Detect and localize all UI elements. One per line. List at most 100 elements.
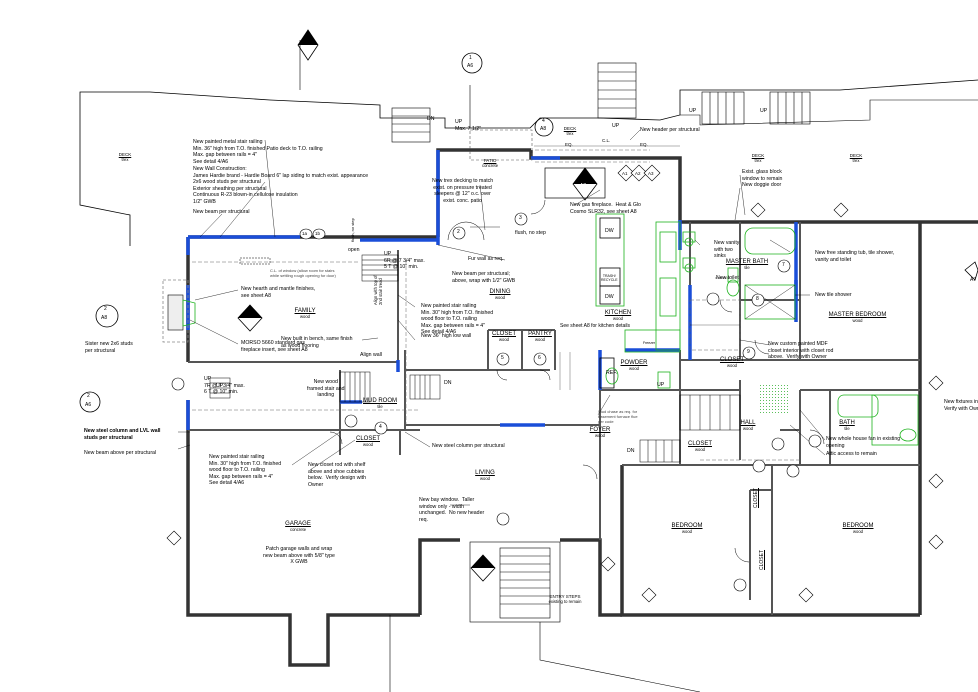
note-tub: New free standing tub, tile shower, vani… [815,250,895,263]
note-tile-shower: New tile shower [815,292,852,298]
dim-cl: C.L. [602,138,611,143]
detail-ref-num: 2 [87,393,90,399]
label-up: UP [657,382,665,388]
entry-steps [389,541,701,692]
note-trex-decking: New trex decking to match exist. on pres… [432,178,494,204]
door-tag-2: 2 [457,229,460,235]
note-rail-garage: New painted stair railing Min. 30" high … [209,454,282,486]
section-ref-sheet: A8 [580,183,587,189]
note-closet-rod: New closet rod with shelf above and shoe… [308,462,366,488]
label-up: UP [612,123,620,129]
door-number-circles [171,212,822,592]
label-up: UP [689,108,697,114]
section-ref-num: 2 [304,38,307,44]
deck-outline [79,79,978,246]
window-tags [617,164,661,182]
note-open: open [348,247,360,253]
note-stair-landing: New wood framed stair and landing [307,379,345,398]
kitchen-note: See sheet A8 for kitchen details [560,323,631,329]
note-rail-family: New painted stair railing Min. 30" high … [421,303,494,335]
deck-outline-right [680,99,978,126]
detail-circles [79,52,554,413]
section-ref-num: 3 [248,308,251,314]
section-ref-sheet: A8 [245,318,252,324]
note-flush-step-2: flush, no step [350,218,355,242]
detail-ref-num: 4 [542,118,545,124]
window-tag-a3: A3 [648,171,654,176]
note-wall-construction: New Wall Construction: James Hardie bran… [193,166,369,205]
note-fixtures: New fixtures in Verify with Own [944,399,978,412]
note-mdf-closet: New custom painted MDF closet interior w… [768,341,834,360]
kitchen-cabinets [595,213,681,389]
detail-ref-sheet: A6 [467,63,474,69]
note-doggie-door: New doggie door [742,182,782,188]
note-low-wall: New 36" high low wall [421,333,472,339]
fireplace [162,279,196,343]
section-ref-sheet: A5 [478,568,485,574]
note-steel-column-lvl: New steel column and LVL wall studs per … [84,428,161,441]
outdoor-fireplace [544,167,606,199]
note-beam-above: New beam above per structural [84,450,157,456]
leader-lines [177,129,826,506]
door-tag-6: 6 [538,355,541,361]
note-up-7r: UP 7R @ 7 3/4" max. 6 T @ 10" min. [204,376,245,395]
door-tag-3: 3 [519,215,522,221]
note-up-max: UP Max. 7 1/2" [455,119,482,132]
note-flush-step: flush, no step [515,230,546,236]
note-vanity: New vanity with two sinks [714,240,740,259]
note-morso: MORSO 5660 standard gas fireplace insert… [241,340,308,353]
detail-ref-num: 1 [469,55,472,61]
note-sister-studs: Sister new 2x6 studs per structural [85,341,133,354]
hall-stairs [639,394,741,463]
master-bath-fixtures [682,227,796,320]
label-dn: DN [444,380,452,386]
note-bench: New built in bench, same finish as wood … [281,336,353,349]
note-hearth: New hearth and mantle finishes, see shee… [241,286,316,299]
dimension-lines [534,145,740,390]
note-attic: Attic access to remain [826,451,877,457]
window-tag-a2: A2 [635,171,641,176]
exterior-walls [186,148,978,667]
note-stair-wall: Align with top of 2nd stair tread [373,275,384,305]
note-house-fan: New whole house fan in existing opening [826,436,901,449]
label-dw: DW [605,228,614,234]
note-cl-window: C.L. of window (allow room for stairs wh… [270,268,336,278]
door-tag-4: 4 [379,424,382,430]
note-garage-patch: Patch garage walls and wrap new beam abo… [263,546,335,565]
note-beam-top: New beam per structural [193,209,250,215]
house-fan [760,385,790,415]
label-dn: DN [427,116,435,122]
note-toilet: New toilet [716,275,739,281]
section-ref-num: 5 [583,173,586,179]
detail-ref-sheet: A8 [540,126,547,132]
dim-eq: EQ. [640,142,648,147]
note-chase: Stud chase as req. for basement furnace … [598,409,638,424]
section-ref-num: 3 [481,558,484,564]
window-tag-a1: A1 [622,171,628,176]
door-tag-7: 7 [782,262,785,268]
closet-bedroom-1: CLOSET [753,487,759,508]
bath-fixtures [837,394,919,446]
section-markers [237,29,978,582]
family-stairs [209,254,441,403]
